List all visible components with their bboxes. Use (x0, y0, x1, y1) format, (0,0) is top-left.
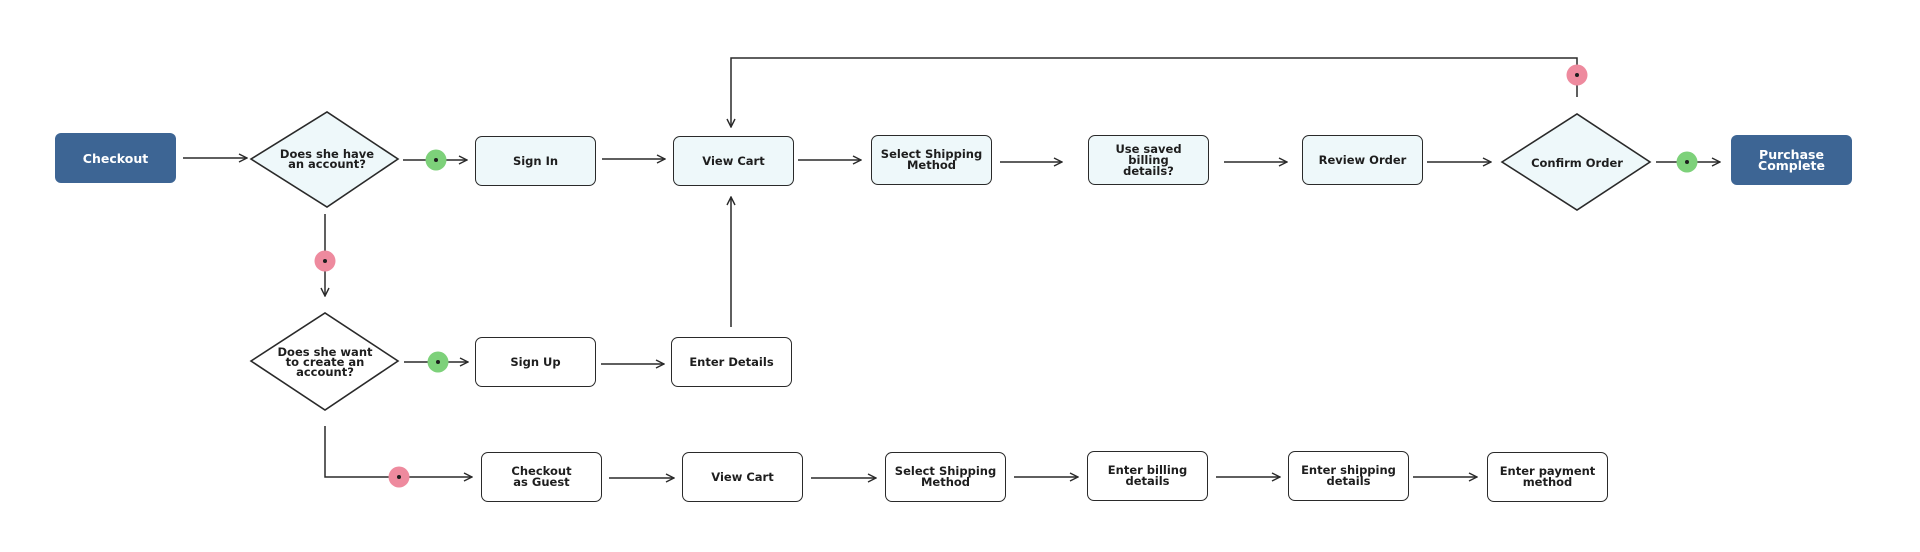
node-label: Enter payment method (1499, 464, 1596, 489)
decision-confirm-order-shape (1500, 113, 1652, 211)
step-sign-up: Sign Up (475, 337, 596, 387)
step-enter-payment-method: Enter payment method (1487, 452, 1608, 502)
step-review-order: Review Order (1302, 135, 1423, 185)
no-marker (388, 466, 410, 488)
yes-marker (425, 149, 447, 171)
node-label: Sign Up (510, 354, 561, 369)
node-label: Does she want to create an account? (277, 345, 373, 379)
node-label: Review Order (1318, 152, 1407, 167)
connector-confirm-order-loop-to-view-cart (731, 57, 1578, 127)
step-select-shipping-method: Select Shipping Method (871, 135, 992, 185)
decision-has-account: Does she have an account? (271, 140, 383, 178)
decision-create-account: Does she want to create an account? (269, 342, 381, 382)
step-view-cart: View Cart (673, 136, 794, 186)
no-marker (314, 250, 336, 272)
node-label: Select Shipping Method (880, 147, 983, 172)
step-enter-billing-details: Enter billing details (1087, 451, 1208, 501)
step-checkout-as-guest: Checkout as Guest (481, 452, 602, 502)
node-label: Enter billing details (1107, 463, 1188, 488)
step-view-cart-guest: View Cart (682, 452, 803, 502)
step-sign-in: Sign In (475, 136, 596, 186)
step-select-shipping-method-guest: Select Shipping Method (885, 452, 1006, 502)
step-enter-details: Enter Details (671, 337, 792, 387)
node-label: Enter shipping details (1301, 463, 1396, 488)
node-label: Select Shipping Method (894, 464, 997, 489)
node-label: Checkout (82, 150, 149, 166)
decision-has-account-shape (249, 111, 400, 208)
node-label: Purchase Complete (1758, 147, 1825, 173)
node-label: View Cart (711, 469, 774, 484)
connector-create-account-to-checkout-guest (324, 426, 472, 477)
start-node-checkout: Checkout (55, 133, 176, 183)
node-label: Use saved billing details? (1115, 141, 1182, 178)
yes-marker (1676, 151, 1698, 173)
node-label: Enter Details (689, 354, 774, 369)
step-enter-shipping-details: Enter shipping details (1288, 451, 1409, 501)
no-marker (1566, 64, 1588, 86)
node-label: View Cart (702, 153, 765, 168)
yes-marker (427, 351, 449, 373)
decision-confirm-order: Confirm Order (1521, 152, 1633, 174)
step-use-saved-billing: Use saved billing details? (1088, 135, 1209, 185)
node-label: Sign In (512, 153, 559, 168)
node-label: Checkout as Guest (511, 464, 572, 489)
end-node-purchase-complete: Purchase Complete (1731, 135, 1852, 185)
node-label: Does she have an account? (279, 147, 375, 171)
decision-create-account-shape (249, 312, 400, 411)
node-label: Confirm Order (1531, 156, 1623, 170)
